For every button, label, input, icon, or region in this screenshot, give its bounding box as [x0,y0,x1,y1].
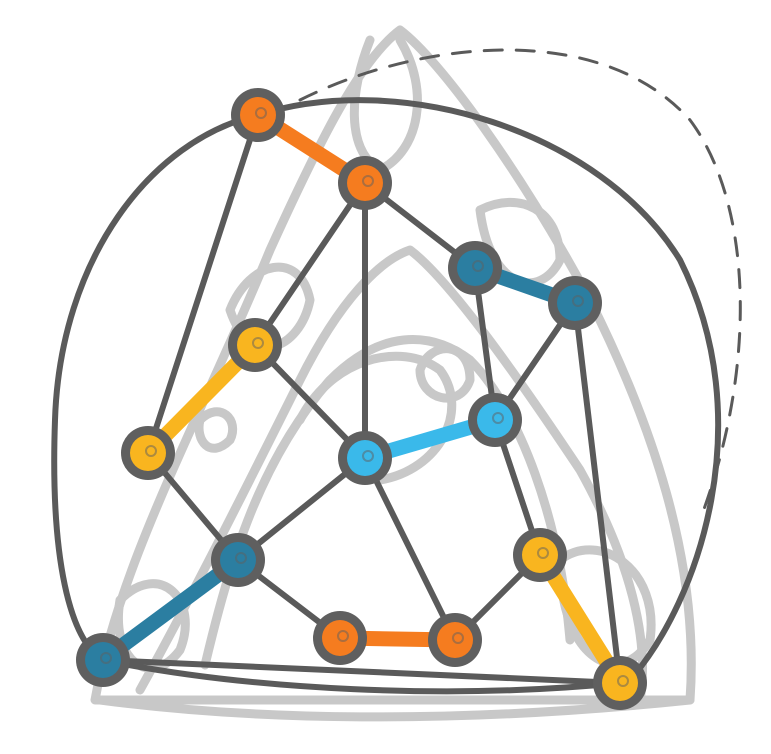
node-f [121,426,175,480]
outer-arc-dashed [298,48,742,522]
node-fill [220,542,256,578]
node-fill [522,537,558,573]
ghost-stroke [200,335,575,670]
node-n [593,656,647,710]
node-g [338,431,392,485]
node-i [211,533,265,587]
node-e [228,318,282,372]
node-scribble [537,547,549,559]
node-fill [602,665,638,701]
node-scribble [337,630,349,642]
node-fill [347,165,383,201]
edge-d-n [572,300,623,686]
node-fill [437,622,473,658]
node-fill [322,620,358,656]
node-scribble [145,445,157,457]
node-scribble [472,260,484,272]
node-scribble [452,632,464,644]
outer-arcs-layer [51,48,742,695]
matching-edge-i-k [95,552,246,668]
node-c [448,241,502,295]
node-scribble [617,675,629,687]
node-scribble [572,295,584,307]
node-j [513,528,567,582]
outer-arc-top [255,97,722,683]
node-b [338,156,392,210]
node-scribble [362,175,374,187]
node-m [428,613,482,667]
ghost-stroke [135,245,647,705]
node-fill [557,285,593,321]
node-k [76,633,130,687]
node-layer [76,88,647,710]
node-fill [457,250,493,286]
outer-arc-left [51,112,261,663]
node-a [231,88,285,142]
node-scribble [362,450,374,462]
edge-i-g [235,455,368,563]
node-scribble [235,552,247,564]
node-scribble [100,652,112,664]
ghost-stroke [95,695,695,722]
ghost-stroke [90,25,696,705]
node-fill [347,440,383,476]
node-scribble [252,337,264,349]
node-scribble [255,107,267,119]
ghost-stroke [194,407,238,453]
outer-arc-bottom [100,657,623,695]
node-fill [85,642,121,678]
node-fill [477,402,513,438]
edge-g-m [362,455,458,643]
ghost-sketch-layer [90,25,696,722]
node-fill [237,327,273,363]
ghost-stroke [295,351,457,485]
node-l [313,611,367,665]
node-scribble [492,412,504,424]
edge-a-f [145,112,261,456]
node-fill [240,97,276,133]
node-h [468,393,522,447]
edge-b-e [252,180,368,348]
node-fill [130,435,166,471]
ghost-stroke [415,344,475,403]
node-d [548,276,602,330]
edge-k-n [100,657,623,686]
